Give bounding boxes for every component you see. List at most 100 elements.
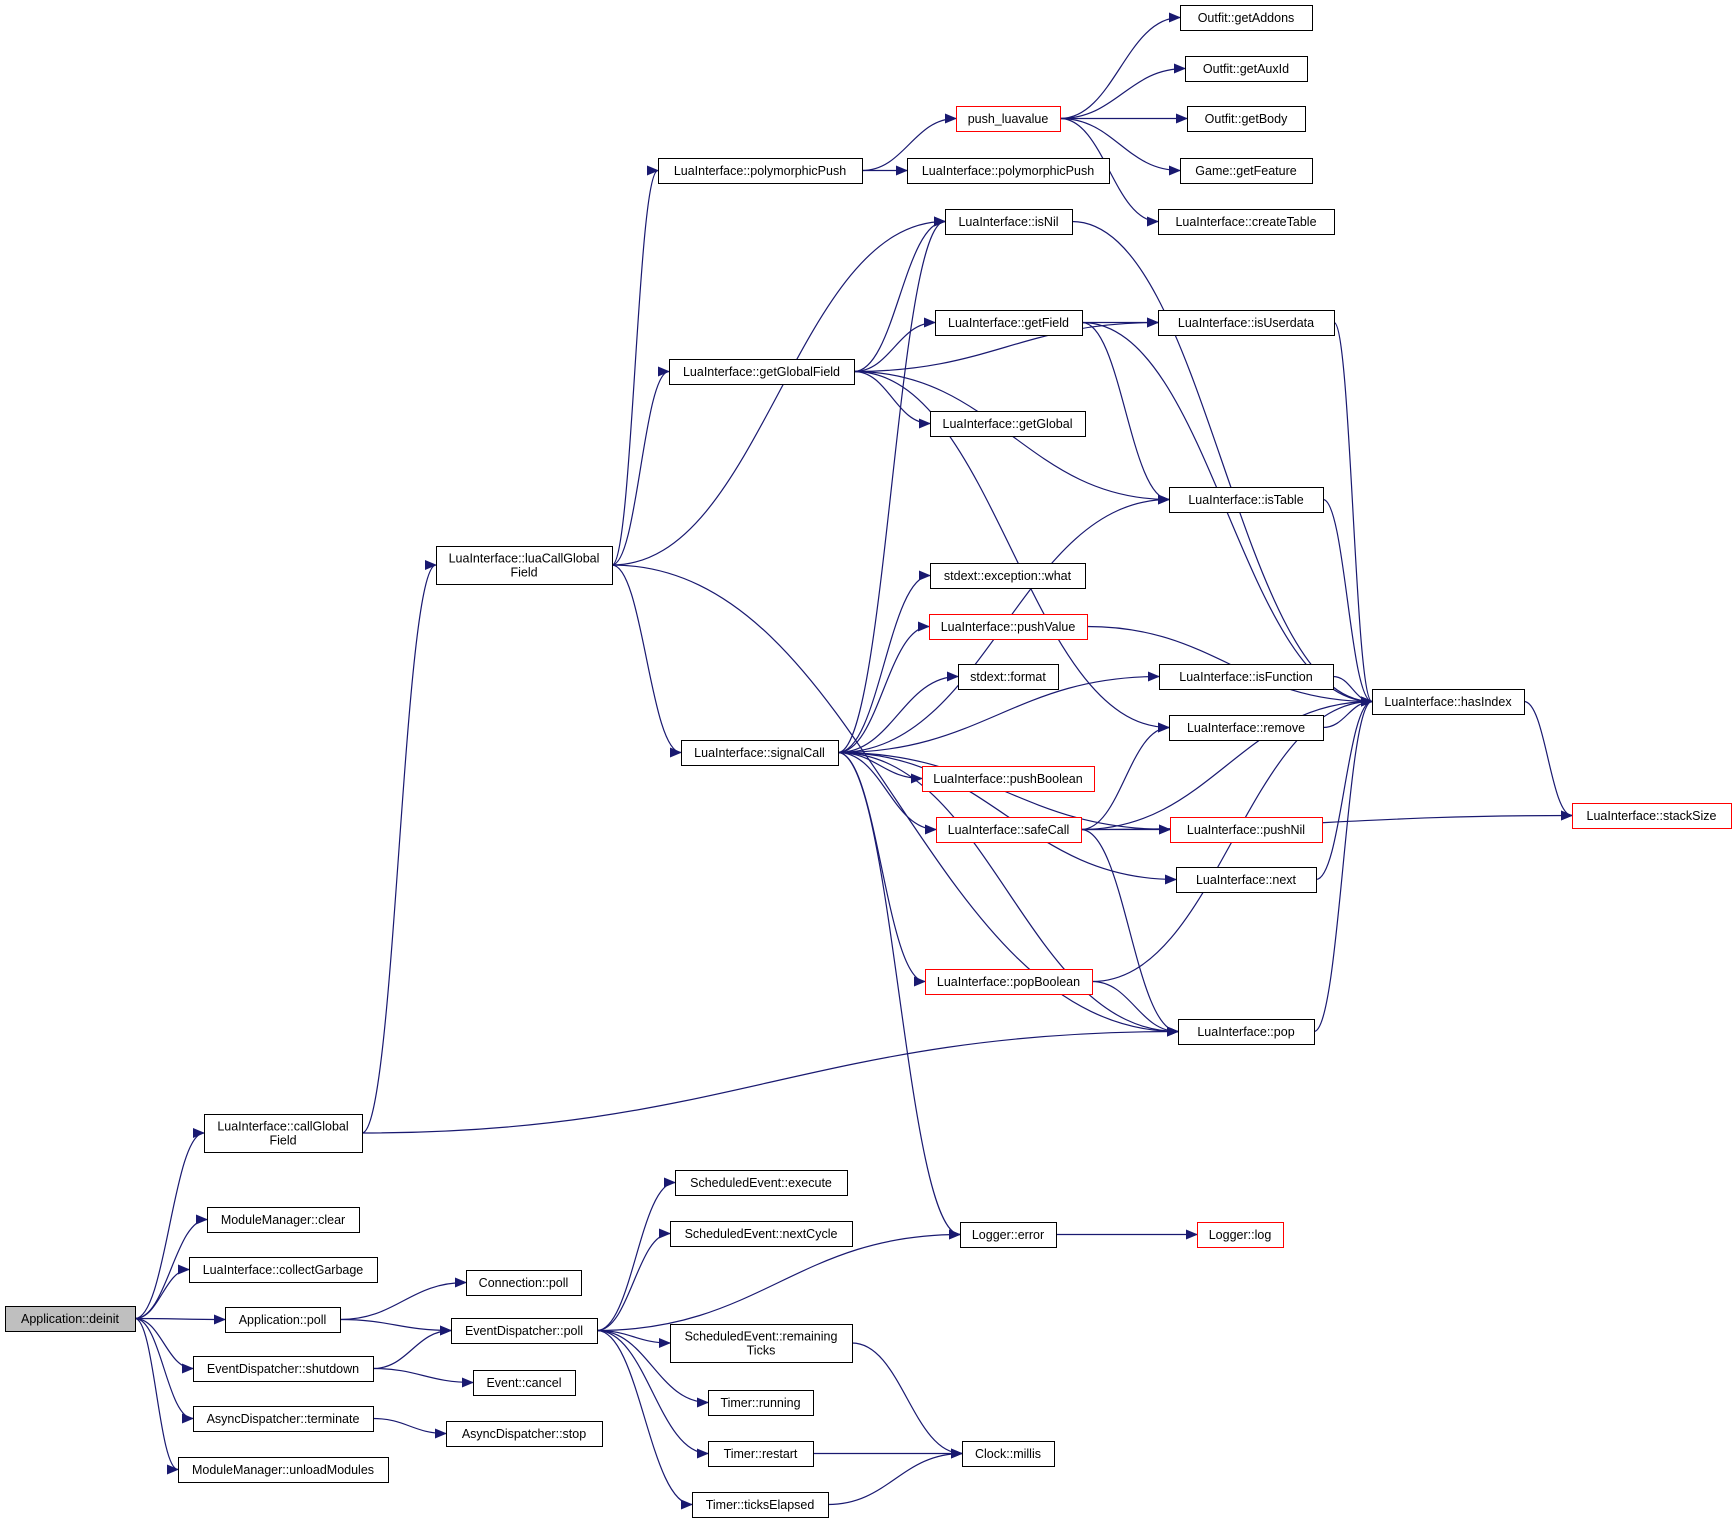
node-label: LuaInterface::next bbox=[1196, 873, 1297, 887]
node-safecall[interactable]: LuaInterface::safeCall bbox=[936, 817, 1082, 843]
node-isnil[interactable]: LuaInterface::isNil bbox=[945, 209, 1073, 235]
node-box bbox=[225, 1307, 341, 1333]
edge-getglobalfield-to-getfield bbox=[853, 317, 936, 373]
node-getglobalfield[interactable]: LuaInterface::getGlobalField bbox=[669, 359, 855, 385]
node-label: Application::poll bbox=[239, 1313, 327, 1327]
node-getfield[interactable]: LuaInterface::getField bbox=[935, 310, 1083, 336]
node-signalcall[interactable]: LuaInterface::signalCall bbox=[681, 740, 839, 766]
node-polypush2[interactable]: LuaInterface::polymorphicPush bbox=[907, 158, 1110, 184]
node-exc_what[interactable]: stdext::exception::what bbox=[930, 563, 1086, 589]
node-box bbox=[1372, 689, 1525, 715]
node-popboolean[interactable]: LuaInterface::popBoolean bbox=[925, 969, 1093, 995]
node-label: Outfit::getAuxId bbox=[1203, 62, 1289, 76]
node-se_nextcycle[interactable]: ScheduledEvent::nextCycle bbox=[670, 1221, 853, 1247]
node-box bbox=[960, 1222, 1057, 1248]
node-isuserdata[interactable]: LuaInterface::isUserdata bbox=[1158, 310, 1335, 336]
node-logger_error[interactable]: Logger::error bbox=[960, 1222, 1057, 1248]
node-box bbox=[473, 1370, 576, 1396]
edge-istable-to-hasindex bbox=[1322, 498, 1373, 707]
node-box bbox=[670, 1324, 853, 1363]
edge-timer_ticks-to-clock_millis bbox=[827, 1448, 963, 1506]
node-box bbox=[189, 1257, 378, 1283]
node-label: LuaInterface::hasIndex bbox=[1384, 695, 1512, 709]
node-box bbox=[178, 1457, 389, 1483]
node-ed_poll[interactable]: EventDispatcher::poll bbox=[451, 1318, 598, 1344]
edge-luacallglobalfield-to-polypush1 bbox=[611, 165, 659, 566]
node-clock_millis[interactable]: Clock::millis bbox=[962, 1441, 1055, 1467]
node-label: Application::deinit bbox=[21, 1312, 120, 1326]
edge-getglobalfield-to-isnil bbox=[853, 216, 946, 373]
node-label: stdext::exception::what bbox=[944, 569, 1072, 583]
node-event_cancel[interactable]: Event::cancel bbox=[473, 1370, 576, 1396]
edge-app_deinit-to-callglobalfield bbox=[134, 1128, 205, 1320]
node-ad_stop[interactable]: AsyncDispatcher::stop bbox=[446, 1421, 603, 1447]
node-isfunction[interactable]: LuaInterface::isFunction bbox=[1159, 664, 1334, 690]
edge-se_remaining-to-clock_millis bbox=[851, 1342, 963, 1459]
node-stacksize[interactable]: LuaInterface::stackSize bbox=[1572, 803, 1732, 829]
node-timer_running[interactable]: Timer::running bbox=[708, 1390, 814, 1416]
node-mm_unload[interactable]: ModuleManager::unloadModules bbox=[178, 1457, 389, 1483]
node-istable[interactable]: LuaInterface::isTable bbox=[1169, 487, 1324, 513]
node-label: stdext::format bbox=[970, 670, 1046, 684]
node-push_luavalue[interactable]: push_luavalue bbox=[956, 106, 1061, 132]
node-app_deinit[interactable]: Application::deinit bbox=[5, 1306, 136, 1332]
node-stdext_format[interactable]: stdext::format bbox=[958, 664, 1059, 690]
node-timer_restart[interactable]: Timer::restart bbox=[708, 1441, 814, 1467]
node-label: Outfit::getBody bbox=[1205, 112, 1288, 126]
edge-ad_terminate-to-ad_stop bbox=[372, 1417, 447, 1439]
edge-signalcall-to-exc_what bbox=[837, 570, 931, 754]
node-next[interactable]: LuaInterface::next bbox=[1176, 867, 1317, 893]
node-outfit_body[interactable]: Outfit::getBody bbox=[1187, 106, 1306, 132]
node-collectgarbage[interactable]: LuaInterface::collectGarbage bbox=[189, 1257, 378, 1283]
node-box bbox=[658, 158, 863, 184]
edge-signalcall-to-isnil bbox=[837, 216, 946, 754]
node-pop[interactable]: LuaInterface::pop bbox=[1178, 1019, 1315, 1045]
node-getglobal[interactable]: LuaInterface::getGlobal bbox=[930, 411, 1086, 437]
node-label: push_luavalue bbox=[968, 112, 1049, 126]
edge-callglobalfield-to-pop bbox=[361, 1026, 1179, 1134]
node-polypush1[interactable]: LuaInterface::polymorphicPush bbox=[658, 158, 863, 184]
node-label: AsyncDispatcher::stop bbox=[462, 1427, 586, 1441]
node-pushboolean[interactable]: LuaInterface::pushBoolean bbox=[922, 766, 1095, 792]
edge-next-to-hasindex bbox=[1315, 696, 1373, 881]
edges bbox=[134, 12, 1573, 1510]
node-timer_ticks[interactable]: Timer::ticksElapsed bbox=[692, 1492, 829, 1518]
node-box bbox=[446, 1421, 603, 1447]
node-createtable[interactable]: LuaInterface::createTable bbox=[1158, 209, 1335, 235]
node-label: Clock::millis bbox=[975, 1447, 1041, 1461]
node-label: Timer::running bbox=[720, 1396, 800, 1410]
node-box bbox=[1180, 158, 1313, 184]
node-remove[interactable]: LuaInterface::remove bbox=[1169, 715, 1324, 741]
node-mm_clear[interactable]: ModuleManager::clear bbox=[207, 1207, 360, 1233]
node-game_feature[interactable]: Game::getFeature bbox=[1180, 158, 1313, 184]
edge-ed_shutdown-to-ed_poll bbox=[372, 1325, 452, 1370]
edge-isnil-to-hasindex bbox=[1071, 220, 1373, 707]
node-box bbox=[956, 106, 1061, 132]
node-box bbox=[1159, 664, 1334, 690]
node-pushvalue[interactable]: LuaInterface::pushValue bbox=[929, 614, 1088, 640]
node-outfit_auxid[interactable]: Outfit::getAuxId bbox=[1185, 56, 1308, 82]
node-pushnil[interactable]: LuaInterface::pushNil bbox=[1170, 817, 1323, 843]
node-se_execute[interactable]: ScheduledEvent::execute bbox=[675, 1170, 848, 1196]
node-box bbox=[962, 1441, 1055, 1467]
node-hasindex[interactable]: LuaInterface::hasIndex bbox=[1372, 689, 1525, 715]
node-outfit_addons[interactable]: Outfit::getAddons bbox=[1180, 5, 1313, 31]
node-box bbox=[466, 1270, 582, 1296]
node-label: Ticks bbox=[747, 1344, 776, 1358]
edge-signalcall-to-pushvalue bbox=[837, 621, 930, 754]
node-box bbox=[1572, 803, 1732, 829]
node-ad_terminate[interactable]: AsyncDispatcher::terminate bbox=[193, 1406, 374, 1432]
node-logger_log[interactable]: Logger::log bbox=[1197, 1222, 1284, 1248]
edge-app_deinit-to-collectgarbage bbox=[134, 1264, 190, 1320]
node-box bbox=[1187, 106, 1306, 132]
node-label: LuaInterface::createTable bbox=[1175, 215, 1316, 229]
node-conn_poll[interactable]: Connection::poll bbox=[466, 1270, 582, 1296]
node-label: ModuleManager::clear bbox=[221, 1213, 345, 1227]
node-ed_shutdown[interactable]: EventDispatcher::shutdown bbox=[193, 1356, 374, 1382]
node-label: LuaInterface::isUserdata bbox=[1178, 316, 1314, 330]
node-label: LuaInterface::getGlobal bbox=[943, 417, 1073, 431]
node-app_poll[interactable]: Application::poll bbox=[225, 1307, 341, 1333]
